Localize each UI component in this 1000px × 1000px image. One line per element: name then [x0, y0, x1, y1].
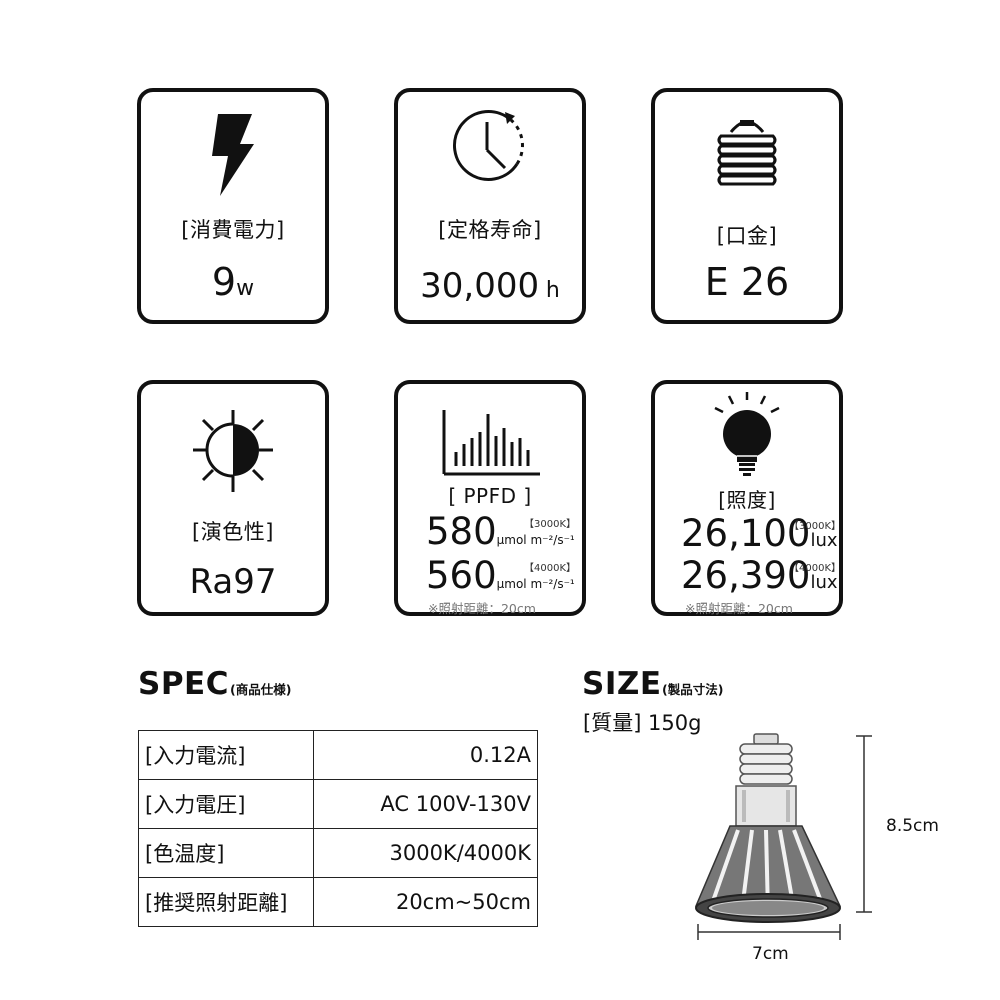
life-label: [定格寿命] — [438, 218, 542, 242]
life-unit: h — [545, 278, 560, 303]
base-label: [口金] — [716, 224, 778, 248]
illuminance-tag-3000k: 【3000K】 — [789, 521, 842, 532]
spec-subtitle: (商品仕様) — [230, 682, 292, 697]
table-row: [入力電圧] AC 100V-130V — [138, 779, 538, 829]
ppfd-tag-4000k: 【4000K】 — [524, 563, 577, 574]
illuminance-unit-3000k: lux — [810, 530, 838, 551]
ppfd-card: [ PPFD ] 580μmol m⁻²/s⁻¹ 【3000K】 560μmol… — [394, 380, 586, 616]
clock-icon — [453, 109, 524, 181]
cri-value: Ra97 — [189, 562, 277, 602]
spec-value: 3000K/4000K — [313, 828, 538, 878]
illuminance-value-4000k: 26,390 — [681, 554, 811, 597]
spec-table: [入力電流] 0.12A [入力電圧] AC 100V-130V [色温度] 3… — [138, 730, 538, 927]
illuminance-unit-4000k: lux — [810, 572, 838, 593]
spec-key: [色温度] — [138, 828, 314, 878]
spec-title: SPEC — [138, 666, 229, 702]
table-row: [推奨照射距離] 20cm~50cm — [138, 877, 538, 927]
spec-key: [推奨照射距離] — [138, 877, 314, 927]
power-number: 9 — [211, 260, 237, 304]
ppfd-unit-4000k: μmol m⁻²/s⁻¹ — [496, 577, 575, 591]
lightning-icon — [212, 114, 254, 196]
illuminance-row-4000k: 26,390lux 【4000K】 — [681, 554, 842, 597]
life-card: [定格寿命] 30,000 h — [394, 88, 586, 324]
spec-value: AC 100V-130V — [313, 779, 538, 829]
height-dimension: 8.5cm — [886, 816, 939, 836]
base-card: [口金] E 26 — [651, 88, 843, 324]
table-row: [色温度] 3000K/4000K — [138, 828, 538, 878]
spec-key: [入力電圧] — [138, 779, 314, 829]
width-dimension: 7cm — [752, 944, 789, 964]
bar-chart-icon — [442, 410, 540, 476]
lamp-illustration — [694, 733, 842, 923]
table-row: [入力電流] 0.12A — [138, 730, 538, 780]
weight-text: [質量] 150g — [583, 711, 702, 735]
ppfd-note: ※照射距離：20cm — [428, 601, 536, 616]
dimension-lines — [697, 735, 872, 940]
power-unit: w — [236, 276, 255, 301]
power-label: [消費電力] — [181, 218, 285, 242]
illuminance-note: ※照射距離：20cm — [685, 601, 793, 616]
ppfd-unit-3000k: μmol m⁻²/s⁻¹ — [496, 533, 575, 547]
ppfd-label: [ PPFD ] — [448, 484, 532, 508]
power-card: [消費電力] 9w — [137, 88, 329, 324]
life-value: 30,000 h — [398, 266, 582, 306]
spec-key: [入力電流] — [138, 730, 314, 780]
illuminance-row-3000k: 26,100lux 【3000K】 — [681, 512, 842, 555]
cri-label: [演色性] — [192, 520, 274, 544]
life-number: 30,000 — [420, 266, 540, 306]
spec-value: 0.12A — [313, 730, 538, 780]
glowing-bulb-icon — [714, 392, 780, 476]
illuminance-tag-4000k: 【4000K】 — [789, 563, 842, 574]
cri-card: [演色性] Ra97 — [137, 380, 329, 616]
spec-value: 20cm~50cm — [313, 877, 538, 927]
illuminance-card: [照度] 26,100lux 【3000K】 26,390lux 【4000K】… — [651, 380, 843, 616]
ppfd-value-3000k: 580 — [426, 510, 497, 553]
screw-base-icon — [717, 120, 777, 186]
ppfd-row-3000k: 580μmol m⁻²/s⁻¹ 【3000K】 — [426, 510, 582, 553]
half-sun-icon — [193, 410, 273, 492]
ppfd-value-4000k: 560 — [426, 554, 497, 597]
base-value: E 26 — [704, 260, 790, 304]
illuminance-value-3000k: 26,100 — [681, 512, 811, 555]
power-value: 9w — [141, 260, 325, 304]
illuminance-label: [照度] — [718, 488, 776, 512]
size-subtitle: (製品寸法) — [662, 682, 724, 697]
ppfd-tag-3000k: 【3000K】 — [524, 519, 577, 530]
size-title: SIZE — [582, 666, 662, 702]
ppfd-row-4000k: 560μmol m⁻²/s⁻¹ 【4000K】 — [426, 554, 582, 597]
